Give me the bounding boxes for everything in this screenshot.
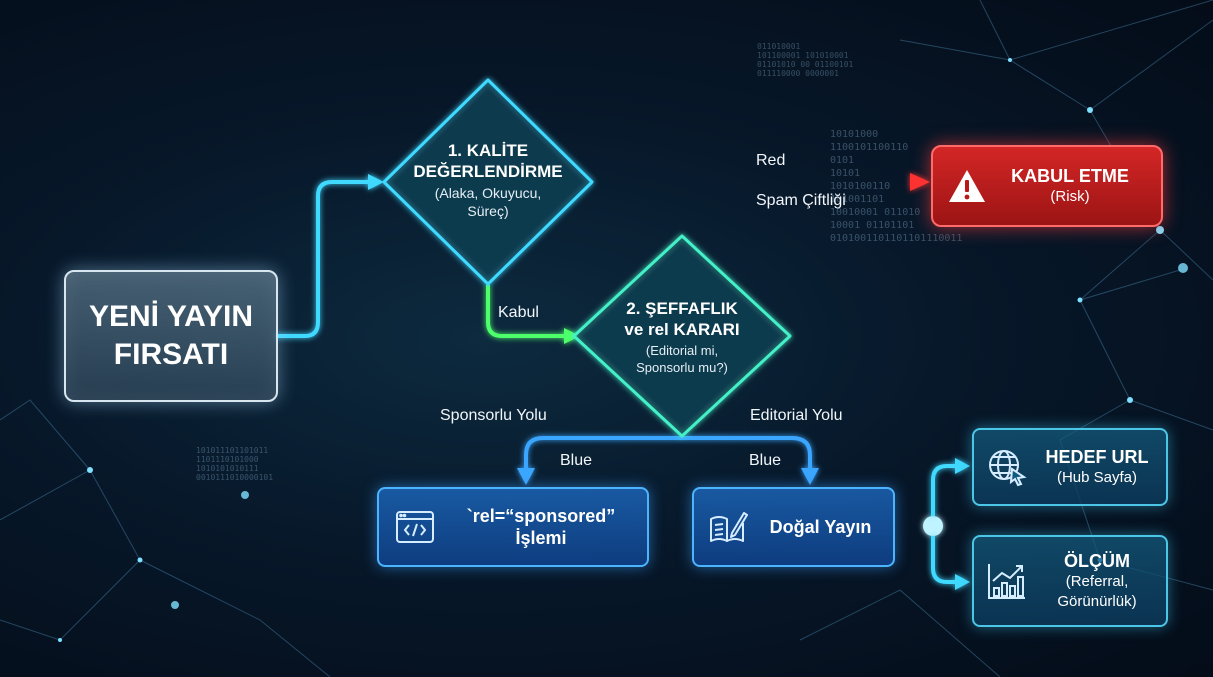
reject-node: KABUL ETME (Risk): [931, 145, 1163, 227]
sponsored-node: `rel=“sponsored” İşlemi: [377, 487, 649, 567]
quality-decision: 1. KALİTE DEĞERLENDİRME (Alaka, Okuyucu,…: [398, 140, 578, 220]
chart-icon: [986, 561, 1028, 601]
natural-node: Doğal Yayın: [692, 487, 895, 567]
binary-text-right: 10101000 1100101100110 0101 10101 101010…: [830, 129, 963, 244]
quality-sub-1: (Alaka, Okuyucu,: [434, 185, 542, 201]
binary-text-left: 101011101101011 1101110101000 1010101010…: [196, 446, 274, 482]
red-edge-sublabel: Spam Çiftliği: [756, 192, 846, 209]
quality-title-2: DEĞERLENDİRME: [413, 162, 563, 181]
arrow-to-measure: [955, 574, 970, 590]
edge-transparency-split: [524, 436, 812, 470]
transparency-title-1: 2. ŞEFFAFLIK: [626, 299, 738, 318]
reject-title: KABUL ETME: [1011, 166, 1129, 186]
sponsored-path-label: Sponsorlu Yolu: [440, 407, 547, 424]
edge-hub-to-measure: [931, 536, 956, 584]
book-pen-icon: [708, 509, 748, 545]
transparency-sub-2: Sponsorlu mu?): [636, 360, 728, 375]
start-line-2: FIRSATI: [113, 338, 229, 371]
quality-sub-2: Süreç): [467, 203, 509, 219]
red-edge-label: Red: [756, 152, 786, 169]
start-node: YENİ YAYIN FIRSATI: [64, 270, 278, 402]
measure-sub-2: Görünürlük): [1057, 593, 1137, 610]
sponsored-line-1: `rel=“sponsored”: [466, 506, 616, 526]
hub-node: [923, 516, 943, 536]
target-title: HEDEF URL: [1045, 447, 1149, 467]
arrow-to-quality: [368, 174, 384, 190]
arrow-to-transparency: [564, 328, 580, 344]
arrow-to-target: [955, 458, 970, 474]
natural-label: Doğal Yayın: [769, 516, 872, 537]
editorial-path-label: Editorial Yolu: [750, 407, 843, 424]
transparency-diamond: [572, 234, 792, 438]
transparency-sub-1: (Editorial mi,: [645, 343, 719, 358]
quality-diamond: [382, 78, 594, 286]
target-sub: (Hub Sayfa): [1056, 469, 1138, 486]
sponsored-color-label: Blue: [560, 452, 593, 469]
code-icon: [395, 509, 435, 545]
arrow-to-reject: [910, 173, 930, 191]
warning-icon: [947, 168, 987, 204]
arrow-to-sponsored: [517, 468, 535, 485]
binary-text-top: 011010001 101100001 101010001 01101010 0…: [757, 42, 854, 78]
accept-edge-label: Kabul: [498, 304, 539, 321]
transparency-decision: 2. ŞEFFAFLIK ve rel KARARI (Editorial mi…: [592, 298, 772, 376]
transparency-title-2: ve rel KARARI: [624, 320, 740, 339]
edge-hub-to-target: [931, 464, 956, 516]
start-line-1: YENİ YAYIN: [89, 300, 253, 333]
measure-sub-1: (Referral,: [1065, 573, 1129, 590]
arrow-to-natural: [801, 468, 819, 485]
quality-title-1: 1. KALİTE: [447, 141, 529, 160]
sponsored-line-2: İşlemi: [515, 528, 567, 548]
edge-start-to-quality: [276, 180, 374, 338]
editorial-color-label: Blue: [749, 452, 782, 469]
target-node: HEDEF URL (Hub Sayfa): [972, 428, 1168, 506]
edge-quality-to-transparency: [486, 285, 566, 338]
reject-sub: (Risk): [1050, 188, 1090, 205]
globe-cursor-icon: [986, 447, 1028, 487]
measure-node: ÖLÇÜM (Referral, Görünürlük): [972, 535, 1168, 627]
measure-title: ÖLÇÜM: [1064, 551, 1130, 571]
